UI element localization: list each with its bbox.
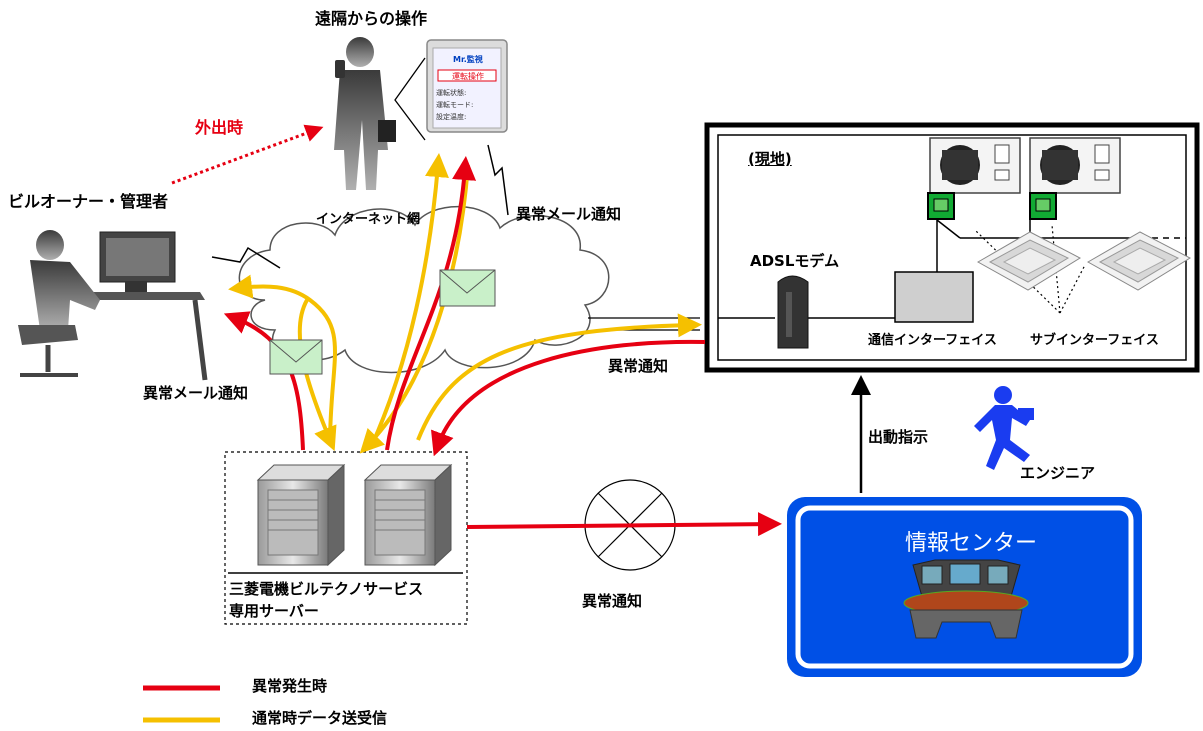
- mobile-person-icon: [334, 37, 396, 190]
- server-label-line2: 専用サーバー: [229, 602, 319, 620]
- wireless-link-icon: [487, 144, 509, 216]
- sub-interface-label: サブインターフェイス: [1030, 333, 1159, 348]
- adsl-modem-label: ADSLモデム: [750, 252, 840, 270]
- legend-alarm-label: 異常発生時: [252, 677, 328, 695]
- adsl-modem: [777, 275, 809, 349]
- alarm-mail-left-label: 異常メール通知: [143, 384, 249, 402]
- server-2: [363, 463, 453, 567]
- when-out-arrow: [171, 124, 324, 185]
- server-1: [256, 463, 346, 567]
- remote-operation-label: 遠隔からの操作: [315, 9, 428, 28]
- engineer-label: エンジニア: [1020, 464, 1096, 482]
- server-label-line1: 三菱電機ビルテクノサービス: [229, 580, 424, 598]
- normal-data-flows: [228, 153, 702, 454]
- alarm-notice-right-label: 異常通知: [608, 357, 669, 375]
- indoor-unit-2: [1086, 231, 1192, 291]
- sub-interface-board-1: [927, 192, 955, 220]
- legend-normal-label: 通常時データ送受信: [252, 709, 388, 727]
- comm-interface-box: [894, 271, 974, 323]
- phone-app-name: Mr.監視: [453, 55, 483, 64]
- when-out-label: 外出時: [195, 118, 244, 137]
- alarm-arrow-to-center: [466, 512, 782, 537]
- dispatch-label: 出動指示: [868, 428, 929, 446]
- sub-interface-board-2: [1029, 192, 1057, 220]
- comm-interface-label: 通信インターフェイス: [868, 333, 997, 348]
- mail-envelope-icon: [269, 339, 323, 375]
- phone-operation-button: 運転操作: [452, 72, 484, 81]
- engineer-icon: [974, 386, 1034, 470]
- site-wiring: [718, 219, 1186, 319]
- wireless-link-icon: [211, 246, 281, 269]
- site-label: (現地): [748, 150, 792, 168]
- sub-interface-pointers: [974, 224, 1086, 314]
- phone-row-temp: 設定温度:: [436, 113, 467, 121]
- outdoor-unit-2: [1029, 137, 1121, 194]
- phone-row-mode: 運転モード:: [436, 101, 474, 109]
- owner-label: ビルオーナー・管理者: [8, 192, 169, 211]
- mail-envelope-icon: [439, 269, 496, 307]
- alarm-notice-bottom-label: 異常通知: [582, 592, 643, 610]
- owner-at-desk-icon: [18, 230, 208, 381]
- alarm-mail-top-label: 異常メール通知: [516, 205, 622, 223]
- outdoor-unit-1: [929, 137, 1021, 194]
- info-center-title: 情報センター: [905, 531, 1038, 556]
- control-desk-icon: [903, 559, 1029, 639]
- server-group-frame: [224, 451, 468, 625]
- smartphone-icon: [426, 39, 508, 133]
- internet-label: インターネット網: [316, 212, 421, 227]
- phone-row-status: 運転状態:: [436, 89, 467, 97]
- indoor-unit-1: [976, 231, 1082, 291]
